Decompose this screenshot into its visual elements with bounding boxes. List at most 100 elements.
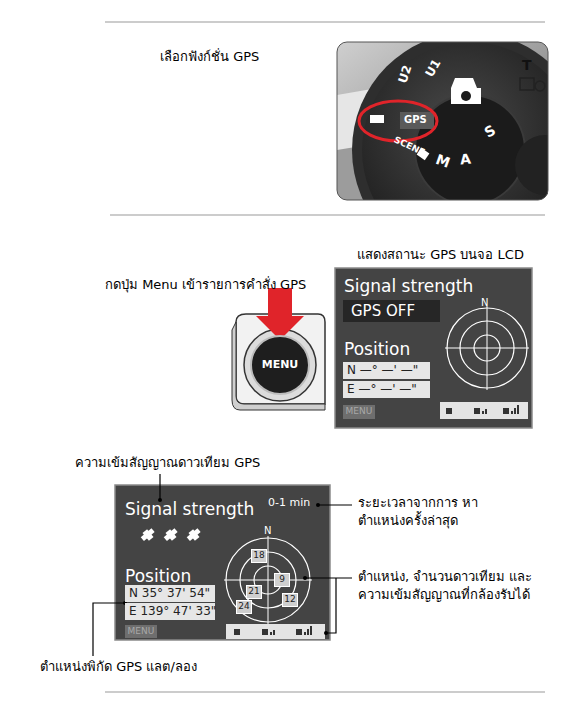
satellite-icon (164, 528, 178, 541)
box-text: 18 (253, 551, 264, 561)
coordinate-row: N —° —' —" (343, 362, 430, 379)
mode-dial-rim (352, 42, 548, 200)
zoom-icon (520, 78, 534, 90)
leader-line (318, 504, 352, 505)
callout-label: ระยะเวลาจากการ หาตำแหน่งครั้งล่าสุด (358, 494, 508, 529)
lcd-screen-off (335, 268, 532, 428)
coordinate-row: E 139° 47' 33" (125, 603, 215, 620)
leader-dot (316, 503, 320, 507)
strength-legend-bar (440, 402, 528, 419)
menu-button-illustration (232, 288, 325, 410)
rule-line (105, 22, 545, 23)
strength-icon (485, 409, 487, 414)
strength-icon (511, 411, 513, 414)
box-text: 12 (284, 595, 295, 605)
leader-line (93, 603, 125, 656)
strength-icon (474, 408, 480, 414)
screen-text: N (481, 297, 488, 308)
box-text: MENU (128, 627, 155, 637)
mode-dial (362, 42, 548, 200)
strength-icon (514, 408, 516, 414)
strength-icon (262, 629, 268, 635)
button-label: T (522, 56, 532, 75)
strength-icon (310, 626, 312, 635)
compass-cross (445, 348, 529, 349)
leader-dots (123, 498, 328, 635)
screen-text: Signal strength (344, 277, 473, 296)
callout-label: ตำแหน่งพิกัด GPS แลต/ลอง (40, 658, 197, 676)
box-text: N 35° 37' 54" (129, 587, 210, 600)
satellite-icon (142, 529, 153, 541)
photo-frame (337, 42, 548, 200)
menu-button: MENU (250, 335, 310, 395)
button-ring (244, 329, 316, 401)
lcd-screen-on (115, 485, 330, 640)
step-label: แสดงสถานะ GPS บนจอ LCD (357, 246, 524, 264)
dial-label: GPS (404, 113, 427, 127)
strength-icon (270, 632, 272, 635)
satellite-number: 12 (282, 593, 298, 607)
satellite-number: 9 (274, 573, 290, 587)
lcd-background (335, 268, 532, 428)
menu-tag: MENU (343, 405, 375, 419)
status-band: GPS OFF (343, 300, 440, 322)
screen-text: N (264, 525, 271, 536)
satellite-icon (165, 529, 176, 541)
camera-mode-icon (461, 91, 471, 101)
box-text: N —° —' —" (347, 364, 418, 377)
callout-label: ตำแหน่ง, จำนวนดาวเทียม และ ความเข้มสัญญา… (358, 568, 558, 603)
box-text: E —° —' —" (347, 383, 417, 396)
compass-cross (224, 580, 312, 581)
leader-dot (324, 631, 328, 635)
coordinate-row: E —° —' —" (343, 381, 430, 398)
box-text: GPS OFF (351, 303, 415, 320)
rule-line (105, 692, 545, 693)
dial-label: U1 (422, 56, 445, 80)
menu-tag: MENU (125, 625, 157, 638)
leader-line (305, 577, 352, 578)
dial-label: M (433, 150, 453, 173)
dial-label: SCENE (392, 134, 427, 159)
satellite-number: 21 (246, 585, 262, 599)
dial-label: U2 (395, 63, 416, 85)
press-arrow (256, 288, 304, 340)
step-label: กดปุ่ม Menu เข้ารายการคำสั่ง GPS (105, 276, 306, 294)
lcd-screen: Signal strength 0-1 minPosition N N 35° 37'… (115, 485, 330, 640)
satellite-icon (141, 528, 155, 541)
box-text: 9 (279, 575, 285, 585)
screen-text: Position (344, 340, 410, 359)
strength-icon (234, 629, 240, 635)
rule-line (110, 215, 545, 216)
dial-label: A (459, 150, 471, 170)
camera-photo (337, 42, 548, 200)
satellite-icon (188, 529, 199, 541)
index-mark (370, 115, 384, 123)
strength-icon (503, 408, 509, 414)
strength-legend-bar (226, 624, 325, 639)
control-wheel (515, 135, 548, 195)
screen-text: Position (125, 567, 191, 586)
box-text: E 139° 47' 33" (129, 605, 216, 618)
screen-text: 0-1 min (268, 497, 310, 509)
strength-icon (307, 629, 309, 635)
button-panel-edge (232, 322, 325, 410)
screen-text: Signal strength (125, 500, 254, 519)
gps-mode-plate (400, 112, 434, 129)
leader-line (159, 474, 160, 500)
box-text: 24 (238, 602, 249, 612)
strength-icon (482, 411, 484, 414)
box-text: MENU (262, 359, 299, 371)
step-label: เลือกฟังก์ชั่น GPS (160, 48, 259, 66)
strength-icon (304, 632, 306, 635)
strength-icon (517, 405, 519, 414)
camera-mode-icon (451, 78, 481, 104)
coordinate-row: N 35° 37' 54" (125, 585, 215, 602)
callout-label: ความเข้มสัญญาณดาวเทียม GPS (75, 454, 260, 472)
satellite-number: 18 (251, 549, 267, 563)
leader-line (326, 578, 336, 633)
satellite-icon (187, 528, 201, 541)
strength-icon (296, 629, 302, 635)
zoom-icon (535, 81, 545, 91)
